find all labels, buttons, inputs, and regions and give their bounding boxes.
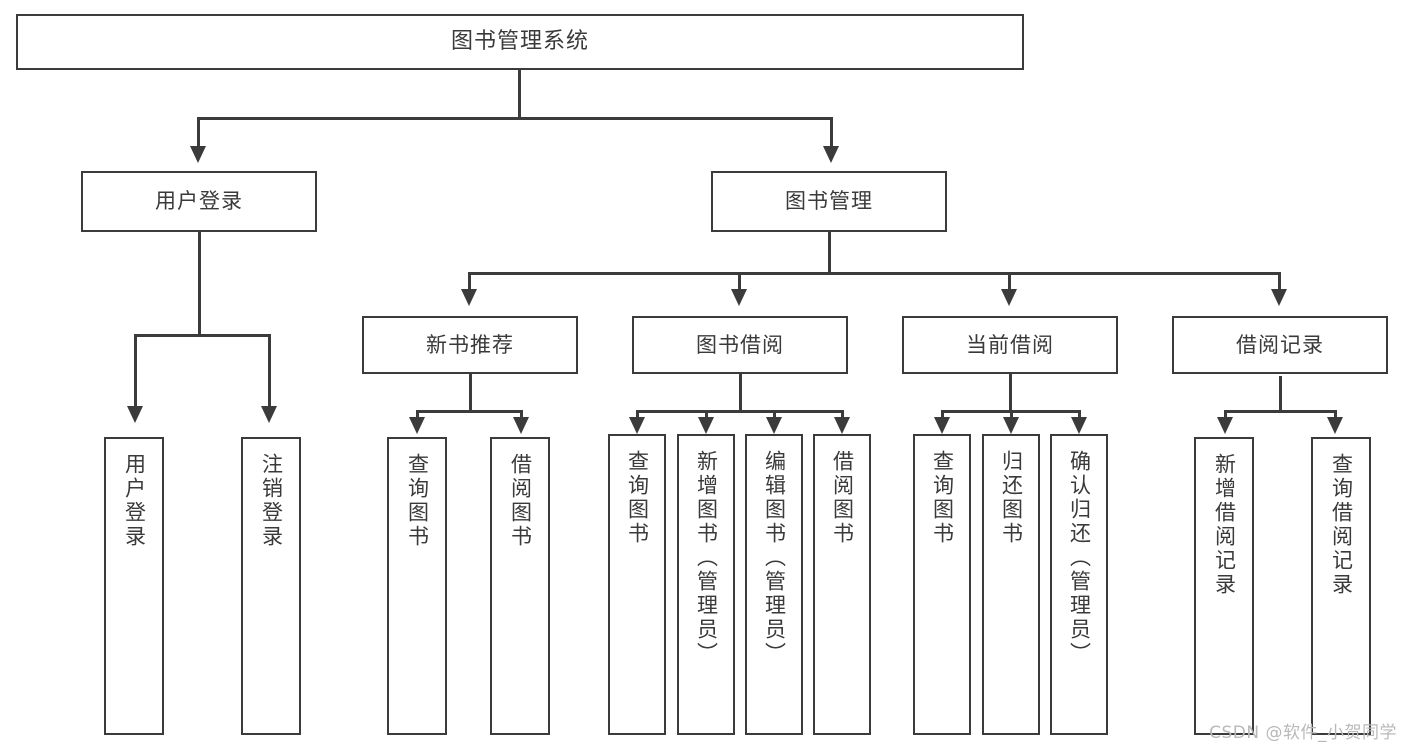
connector-root-bus: [197, 117, 832, 120]
node-borrow-record[interactable]: 借阅记录: [1172, 316, 1388, 374]
leaf-node-edit-book-admin[interactable]: 编辑图书（管理员）: [745, 434, 803, 735]
connector-root-to-login: [197, 117, 200, 147]
leaf-node-logout[interactable]: 注销登录: [241, 437, 301, 735]
node-label: 新增借阅记录: [1212, 453, 1237, 597]
arrowhead-icon: [461, 289, 477, 306]
connector-currentborrow-leaf-2: [1010, 410, 1013, 418]
arrowhead-icon: [731, 289, 747, 306]
arrowhead-icon: [1271, 289, 1287, 306]
arrowhead-icon: [127, 406, 143, 423]
leaf-node-query-book-borrow[interactable]: 查询图书: [608, 434, 666, 735]
node-label: 编辑图书（管理员）: [762, 450, 787, 666]
arrowhead-icon: [1071, 417, 1087, 434]
connector-manage-to-borrow: [738, 272, 741, 290]
connector-login-leaf-1: [134, 334, 137, 407]
node-label: 当前借阅: [966, 332, 1054, 357]
node-user-login[interactable]: 用户登录: [81, 171, 317, 232]
connector-newbook-leaf-1: [416, 410, 419, 418]
node-label: 借阅图书: [830, 450, 855, 546]
node-label: 查询借阅记录: [1329, 453, 1354, 597]
node-label: 新书推荐: [426, 332, 514, 357]
leaf-node-add-borrow-record[interactable]: 新增借阅记录: [1194, 437, 1254, 735]
node-label: 借阅记录: [1236, 332, 1324, 357]
node-label: 用户登录: [122, 453, 147, 549]
node-new-book-recommend[interactable]: 新书推荐: [362, 316, 578, 374]
node-label: 查询图书: [625, 450, 650, 546]
node-label: 确认归还（管理员）: [1067, 450, 1092, 666]
connector-currentborrow-leaf-3: [1078, 410, 1081, 418]
connector-newbook-bus: [416, 410, 522, 413]
arrowhead-icon: [834, 417, 850, 434]
connector-currentborrow-leaf-1: [941, 410, 944, 418]
arrowhead-icon: [513, 417, 529, 434]
node-book-borrow[interactable]: 图书借阅: [632, 316, 848, 374]
connector-borrowrecord-leaf-1: [1224, 410, 1227, 418]
connector-login-leaf-2: [268, 334, 271, 407]
leaf-node-query-book-newbook[interactable]: 查询图书: [387, 437, 447, 735]
connector-newbook-leaf-2: [520, 410, 523, 418]
arrowhead-icon: [1327, 417, 1343, 434]
node-label: 借阅图书: [508, 453, 533, 549]
connector-manage-to-current: [1008, 272, 1011, 290]
connector-login-stem: [198, 232, 201, 334]
arrowhead-icon: [934, 417, 950, 434]
leaf-node-confirm-return-admin[interactable]: 确认归还（管理员）: [1050, 434, 1108, 735]
connector-borrowrecord-bus: [1224, 410, 1336, 413]
connector-newbook-stem: [469, 374, 472, 410]
node-label: 图书管理系统: [450, 29, 589, 55]
node-label: 新增图书（管理员）: [694, 450, 719, 666]
node-label: 用户登录: [155, 189, 243, 214]
connector-root-stem: [518, 70, 521, 117]
connector-bookborrow-stem: [739, 374, 742, 410]
connector-manage-bus: [468, 272, 1280, 275]
arrowhead-icon: [629, 417, 645, 434]
arrowhead-icon: [261, 406, 277, 423]
arrowhead-icon: [1001, 289, 1017, 306]
node-label: 注销登录: [259, 453, 284, 549]
node-current-borrow[interactable]: 当前借阅: [902, 316, 1118, 374]
connector-manage-to-record: [1278, 272, 1281, 290]
node-book-management[interactable]: 图书管理: [711, 171, 947, 232]
connector-manage-to-new-book: [468, 272, 471, 290]
leaf-node-borrow-book-newbook[interactable]: 借阅图书: [490, 437, 550, 735]
arrowhead-icon: [409, 417, 425, 434]
arrowhead-icon: [190, 146, 206, 163]
leaf-node-add-book-admin[interactable]: 新增图书（管理员）: [677, 434, 735, 735]
arrowhead-icon: [1003, 417, 1019, 434]
connector-bookborrow-leaf-3: [773, 410, 776, 418]
connector-borrowrecord-leaf-2: [1334, 410, 1337, 418]
arrowhead-icon: [698, 417, 714, 434]
node-label: 查询图书: [930, 450, 955, 546]
arrowhead-icon: [1217, 417, 1233, 434]
leaf-node-user-login[interactable]: 用户登录: [104, 437, 164, 735]
node-root-system[interactable]: 图书管理系统: [16, 14, 1024, 70]
connector-currentborrow-stem: [1009, 374, 1012, 410]
leaf-node-query-borrow-record[interactable]: 查询借阅记录: [1311, 437, 1371, 735]
arrowhead-icon: [823, 146, 839, 163]
connector-manage-stem: [828, 232, 831, 272]
arrowhead-icon: [766, 417, 782, 434]
connector-root-to-manage: [830, 117, 833, 147]
connector-bookborrow-leaf-4: [841, 410, 844, 418]
leaf-node-query-book-current[interactable]: 查询图书: [913, 434, 971, 735]
node-label: 图书管理: [785, 189, 873, 214]
node-label: 归还图书: [999, 450, 1024, 546]
watermark-text: CSDN @软件_小贺同学: [1209, 723, 1397, 743]
leaf-node-return-book[interactable]: 归还图书: [982, 434, 1040, 735]
node-label: 查询图书: [405, 453, 430, 549]
connector-bookborrow-leaf-1: [636, 410, 639, 418]
connector-login-bus: [134, 334, 270, 337]
connector-borrowrecord-stem: [1279, 376, 1282, 410]
leaf-node-borrow-book[interactable]: 借阅图书: [813, 434, 871, 735]
connector-bookborrow-bus: [636, 410, 842, 413]
node-label: 图书借阅: [696, 332, 784, 357]
connector-bookborrow-leaf-2: [705, 410, 708, 418]
